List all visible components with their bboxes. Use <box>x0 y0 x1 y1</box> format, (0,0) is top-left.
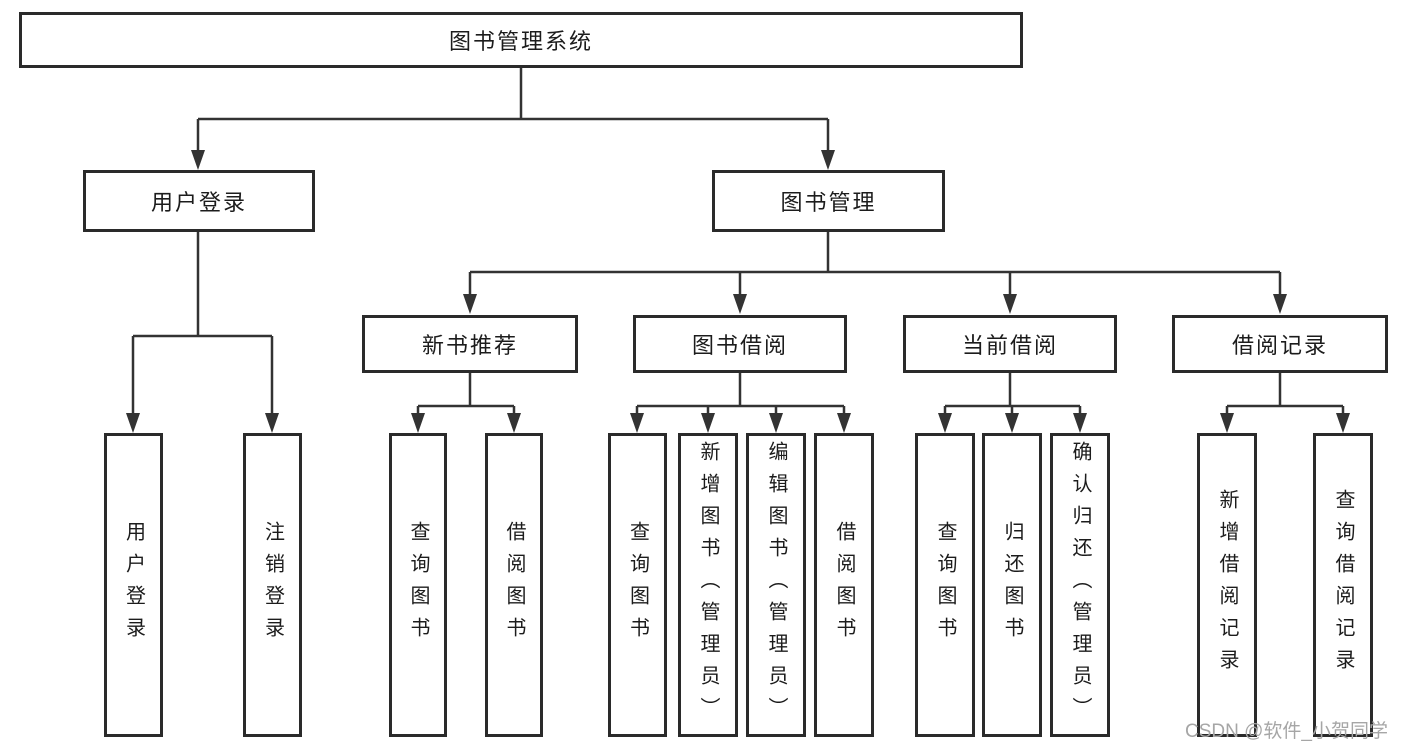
node-current-borrowing: 当前借阅 <box>903 315 1117 373</box>
leaf-add-borrow-record: 新增借阅记录 <box>1197 433 1257 737</box>
leaf-query-books-borrow-label: 查询图书 <box>626 521 649 649</box>
leaf-logout: 注销登录 <box>243 433 302 737</box>
node-book-management-label: 图书管理 <box>780 190 877 215</box>
leaf-edit-books-admin-label: 编辑图书（管理员） <box>765 441 787 729</box>
leaf-query-borrow-record-label: 查询借阅记录 <box>1332 489 1354 681</box>
node-library-system-label: 图书管理系统 <box>448 29 593 54</box>
leaf-query-books-current: 查询图书 <box>915 433 975 737</box>
connector-lines <box>131 68 1345 415</box>
leaf-borrow-books: 借阅图书 <box>814 433 874 737</box>
leaf-query-books-recommend: 查询图书 <box>389 433 447 737</box>
leaf-query-borrow-record: 查询借阅记录 <box>1313 433 1373 737</box>
watermark: CSDN @软件_小贺同学 <box>1185 721 1388 742</box>
node-current-borrowing-label: 当前借阅 <box>961 333 1058 358</box>
leaf-add-books-admin: 新增图书（管理员） <box>678 433 738 737</box>
node-borrowing-records-label: 借阅记录 <box>1231 333 1328 358</box>
leaf-borrow-books-recommend-label: 借阅图书 <box>503 521 525 649</box>
leaf-logout-label: 注销登录 <box>261 521 284 649</box>
leaf-query-books-current-label: 查询图书 <box>934 521 956 649</box>
leaf-confirm-return-admin-label: 确认归还（管理员） <box>1069 441 1091 729</box>
leaf-confirm-return-admin: 确认归还（管理员） <box>1050 433 1110 737</box>
leaf-return-books: 归还图书 <box>982 433 1042 737</box>
leaf-query-books-borrow: 查询图书 <box>608 433 667 737</box>
leaf-borrow-books-label: 借阅图书 <box>833 521 855 649</box>
node-borrowing-records: 借阅记录 <box>1172 315 1388 373</box>
node-new-book-recommend-label: 新书推荐 <box>421 333 518 358</box>
leaf-add-books-admin-label: 新增图书（管理员） <box>697 441 719 729</box>
node-library-system: 图书管理系统 <box>19 12 1023 68</box>
leaf-borrow-books-recommend: 借阅图书 <box>485 433 543 737</box>
node-new-book-recommend: 新书推荐 <box>362 315 578 373</box>
leaf-query-books-recommend-label: 查询图书 <box>407 521 429 649</box>
node-book-management: 图书管理 <box>712 170 945 232</box>
node-book-borrowing-label: 图书借阅 <box>691 333 788 358</box>
leaf-edit-books-admin: 编辑图书（管理员） <box>746 433 806 737</box>
node-user-login-label: 用户登录 <box>150 190 247 215</box>
leaf-add-borrow-record-label: 新增借阅记录 <box>1216 489 1238 681</box>
leaf-return-books-label: 归还图书 <box>1001 521 1023 649</box>
leaf-user-login: 用户登录 <box>104 433 163 737</box>
node-book-borrowing: 图书借阅 <box>633 315 847 373</box>
leaf-user-login-label: 用户登录 <box>122 521 145 649</box>
node-user-login: 用户登录 <box>83 170 315 232</box>
